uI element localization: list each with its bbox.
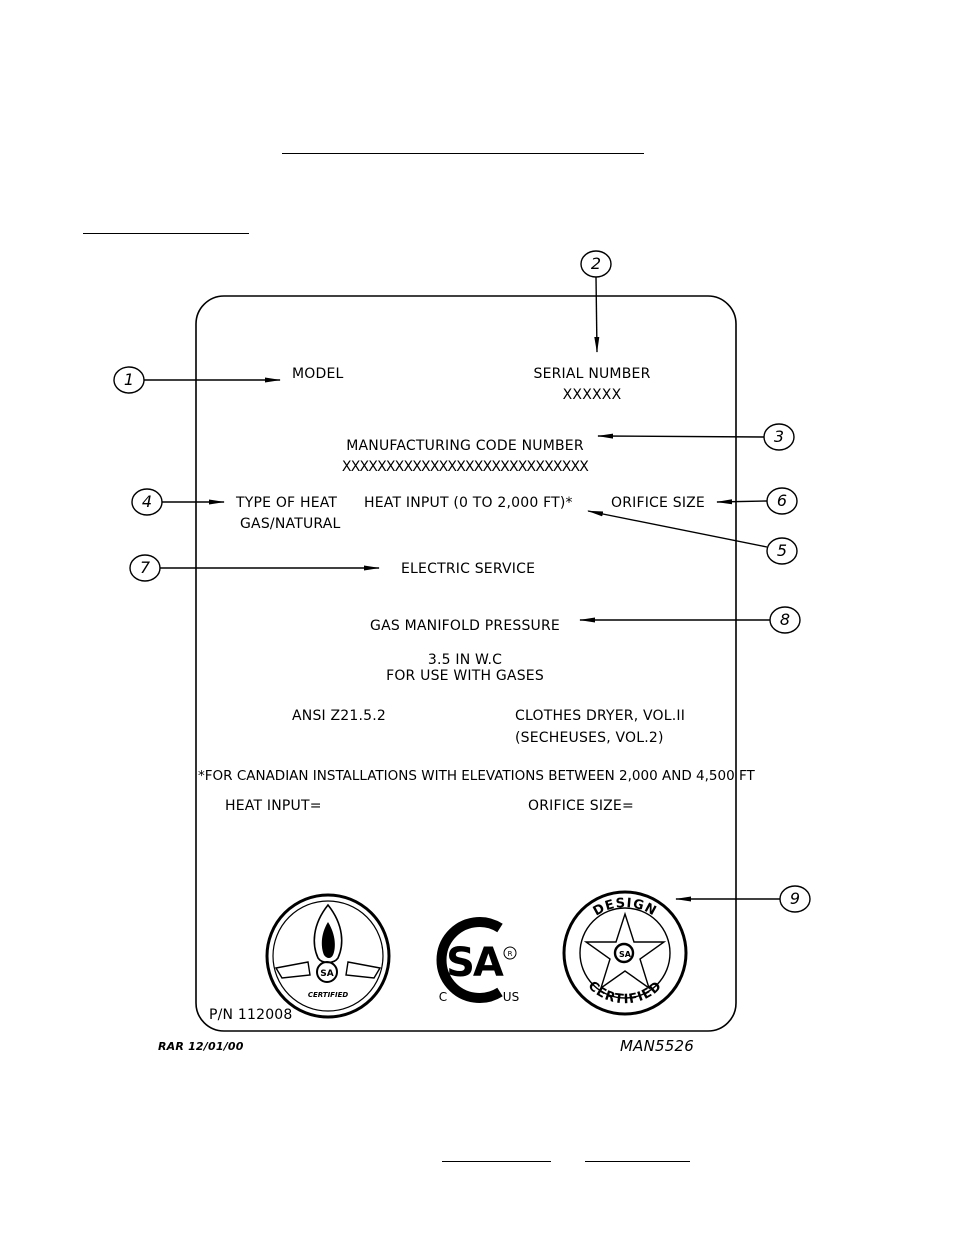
title-blank-line bbox=[282, 153, 644, 154]
type-of-heat-label: TYPE OF HEAT bbox=[236, 495, 338, 511]
certified-small-label: CERTIFIED bbox=[308, 991, 349, 999]
for-use-with-gases: FOR USE WITH GASES bbox=[386, 668, 544, 684]
model-label: MODEL bbox=[292, 366, 344, 382]
footer-blank-line-left bbox=[442, 1161, 551, 1162]
heat-input-label: HEAT INPUT (0 TO 2,000 FT)* bbox=[364, 495, 573, 511]
gas-certified-seal-icon: SA CERTIFIED bbox=[265, 893, 391, 1019]
drawn-by-date: RAR 12/01/00 bbox=[158, 1040, 244, 1053]
callout-number-2: 2 bbox=[590, 254, 602, 273]
svg-text:CERTIFIED: CERTIFIED bbox=[585, 978, 665, 1007]
callout-6 bbox=[716, 487, 798, 515]
callout-number-1: 1 bbox=[123, 370, 135, 389]
ansi-standard: ANSI Z21.5.2 bbox=[292, 708, 387, 724]
callout-number-5: 5 bbox=[776, 541, 788, 560]
callout-number-8: 8 bbox=[779, 610, 791, 629]
nameplate-outline bbox=[195, 295, 737, 1032]
canadian-installation-note: *FOR CANADIAN INSTALLATIONS WITH ELEVATI… bbox=[198, 768, 755, 784]
footer-blank-line-right bbox=[585, 1161, 690, 1162]
callout-8 bbox=[579, 606, 801, 634]
heat-input-equals: HEAT INPUT= bbox=[225, 798, 322, 814]
callout-2 bbox=[580, 250, 612, 353]
gas-manifold-pressure-label: GAS MANIFOLD PRESSURE bbox=[370, 618, 560, 634]
callout-3 bbox=[597, 423, 795, 451]
callout-number-4: 4 bbox=[141, 492, 153, 511]
callout-number-6: 6 bbox=[776, 491, 788, 510]
svg-text:SA: SA bbox=[446, 940, 504, 986]
orifice-size-label: ORIFICE SIZE bbox=[611, 495, 705, 511]
callout-number-3: 3 bbox=[773, 427, 785, 446]
callout-5 bbox=[587, 510, 798, 565]
svg-text:SA: SA bbox=[619, 950, 632, 959]
pressure-value: 3.5 IN W.C bbox=[427, 652, 503, 668]
svg-text:DESIGN: DESIGN bbox=[591, 896, 660, 920]
serial-number-label: SERIAL NUMBER bbox=[533, 366, 651, 382]
svg-text:SA: SA bbox=[320, 969, 333, 979]
callout-1 bbox=[113, 366, 281, 394]
electric-service-label: ELECTRIC SERVICE bbox=[401, 561, 536, 577]
callout-number-9: 9 bbox=[789, 889, 801, 908]
svg-text:C: C bbox=[439, 990, 447, 1004]
subtitle-blank-line bbox=[83, 233, 249, 234]
manufacturing-code-value: XXXXXXXXXXXXXXXXXXXXXXXXXXXX bbox=[341, 459, 589, 475]
type-of-heat-value: GAS/NATURAL bbox=[240, 516, 341, 532]
part-number: P/N 112008 bbox=[209, 1007, 293, 1023]
csa-mark-icon: SA R C US bbox=[436, 917, 519, 1004]
serial-number-value: XXXXXX bbox=[562, 387, 622, 403]
drawing-number: MAN5526 bbox=[620, 1037, 694, 1055]
design-certified-seal-icon: SA DESIGN CERTIFIED bbox=[562, 890, 688, 1016]
svg-text:R: R bbox=[508, 950, 513, 958]
manufacturing-code-label: MANUFACTURING CODE NUMBER bbox=[346, 438, 584, 454]
clothes-dryer-standard: CLOTHES DRYER, VOL.II bbox=[515, 708, 686, 724]
svg-text:US: US bbox=[503, 990, 519, 1004]
callout-number-7: 7 bbox=[139, 558, 151, 577]
orifice-size-equals: ORIFICE SIZE= bbox=[528, 798, 634, 814]
callout-4 bbox=[131, 488, 225, 516]
callout-9 bbox=[675, 885, 811, 913]
callout-7 bbox=[129, 554, 380, 582]
secheuses-standard: (SECHEUSES, VOL.2) bbox=[515, 730, 664, 746]
